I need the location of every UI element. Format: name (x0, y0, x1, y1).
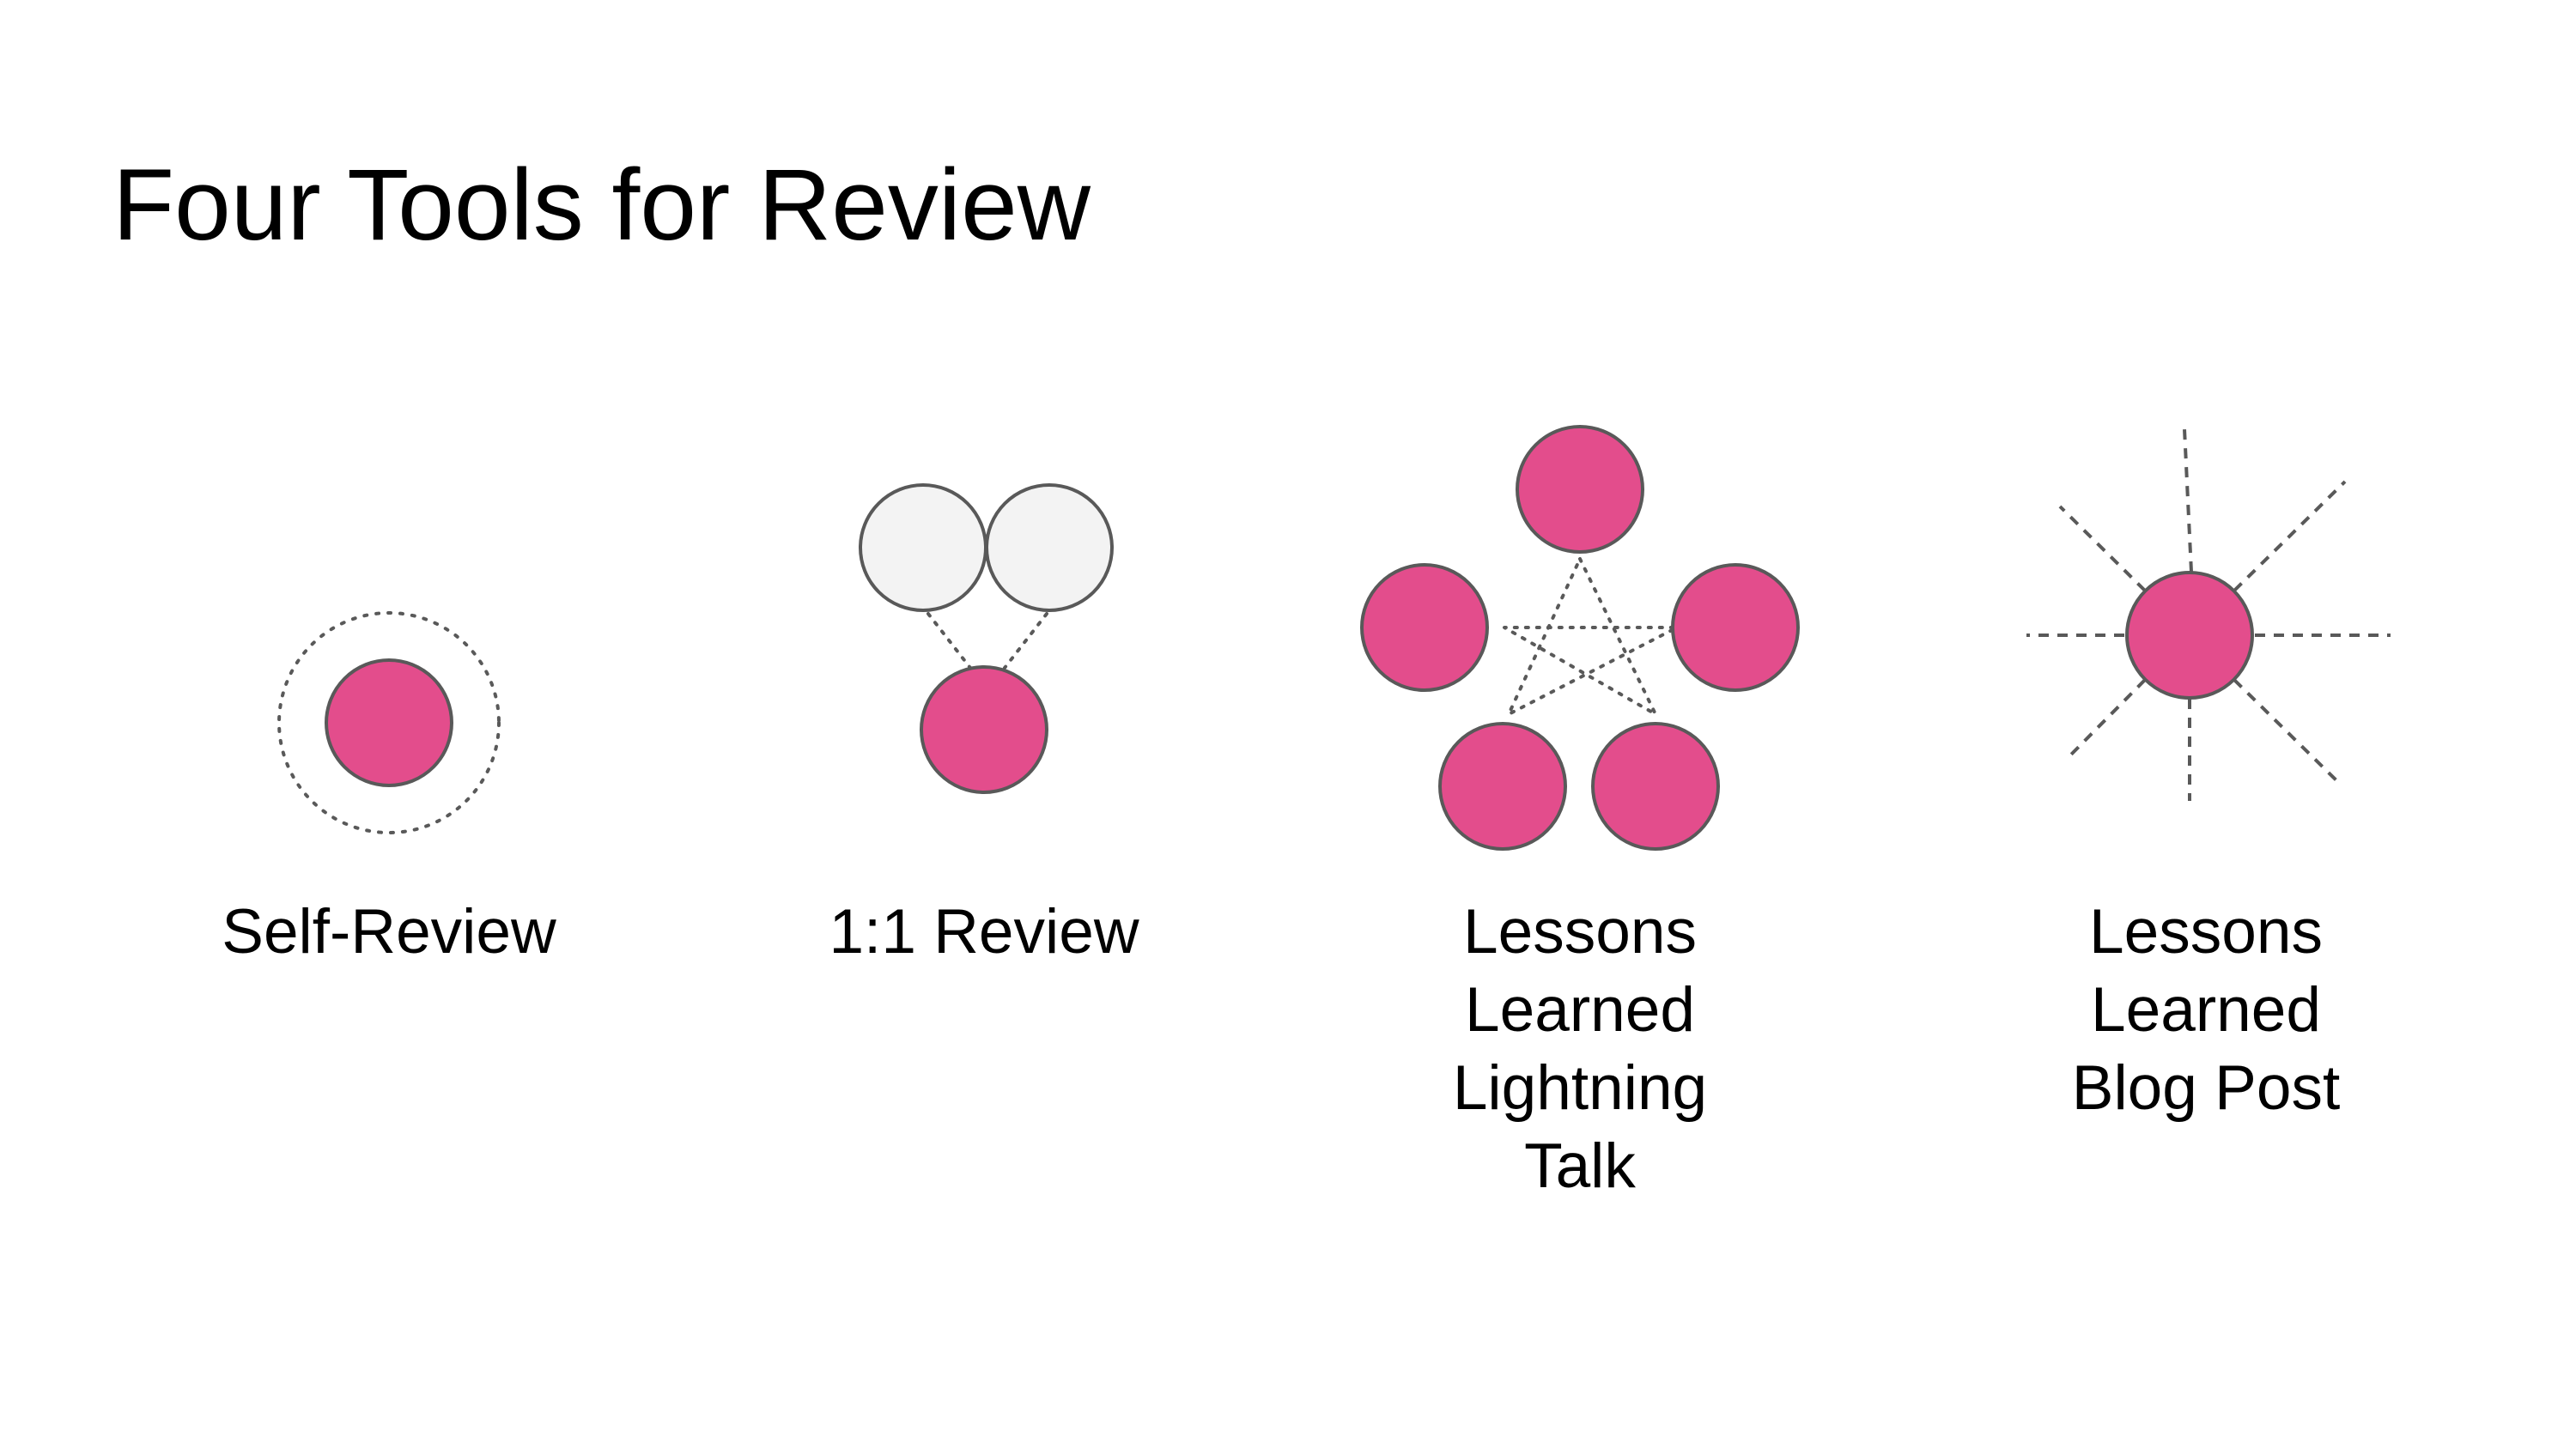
lightning-talk-label: Lessons Learned Lightning Talk (1357, 893, 1803, 1205)
one-on-one-review-label-line: 1:1 Review (829, 897, 1139, 967)
lightning-talk-figure (1360, 425, 1800, 851)
one-on-one-person (920, 665, 1048, 794)
self-review-figure (277, 611, 501, 834)
blog-post-ray-down-right (2233, 678, 2343, 787)
one-on-one-review-label: 1:1 Review (761, 893, 1207, 971)
slide-title: Four Tools for Review (112, 149, 1091, 262)
blog-post-ray-up-left (2058, 505, 2147, 592)
blog-post-label: Lessons Learned Blog Post (1983, 893, 2429, 1127)
one-on-one-connector-right (1003, 612, 1048, 670)
self-review-dotted-ring (277, 611, 501, 834)
blog-post-ray-up (2183, 428, 2193, 573)
self-review-person (325, 658, 453, 787)
lightning-talk-star-connectors (1503, 557, 1679, 716)
blog-post-figure (2026, 428, 2391, 801)
one-on-one-figure (859, 483, 1114, 794)
lightning-talk-person-bottom-left (1438, 722, 1567, 851)
blog-post-author (2125, 571, 2254, 700)
lightning-talk-label-line-2: Learned (1465, 975, 1695, 1045)
lightning-talk-person-right (1671, 563, 1800, 692)
one-on-one-connector-left (927, 612, 972, 670)
blog-post-label-line-1: Lessons (2089, 897, 2323, 967)
lightning-talk-person-top (1516, 425, 1644, 554)
lightning-talk-label-line-4: Talk (1524, 1131, 1636, 1201)
blog-post-ray-down-left (2069, 678, 2147, 757)
self-review-label: Self-Review (166, 893, 612, 971)
self-review-label-line: Self-Review (222, 897, 556, 967)
lightning-talk-label-line-1: Lessons (1463, 897, 1697, 967)
one-on-one-reviewer-left (859, 483, 987, 612)
one-on-one-reviewer-right (985, 483, 1114, 612)
lightning-talk-label-line-3: Lightning (1452, 1053, 1708, 1123)
blog-post-label-line-3: Blog Post (2071, 1053, 2341, 1123)
lightning-talk-person-bottom-right (1591, 722, 1720, 851)
blog-post-label-line-2: Learned (2091, 975, 2321, 1045)
blog-post-ray-up-right (2233, 480, 2347, 592)
lightning-talk-person-left (1360, 563, 1489, 692)
